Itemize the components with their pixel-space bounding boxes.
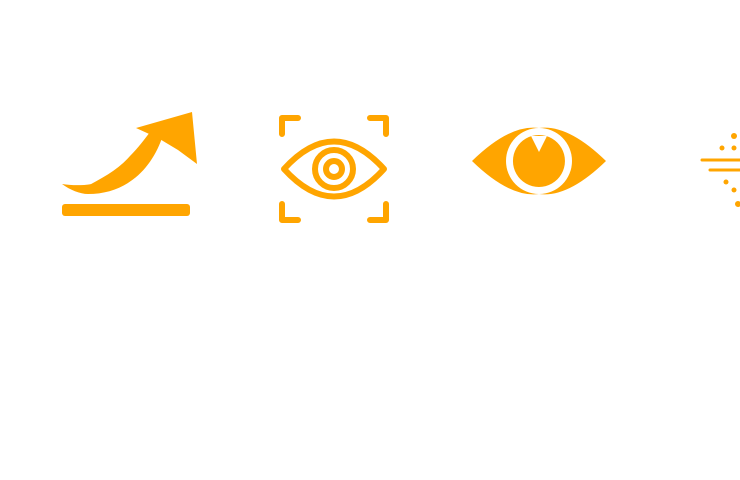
dots-lines-icon [700, 133, 740, 207]
growth-arrow-icon [62, 112, 197, 216]
eye-scan-icon [279, 115, 389, 223]
eye-icon [472, 127, 606, 195]
